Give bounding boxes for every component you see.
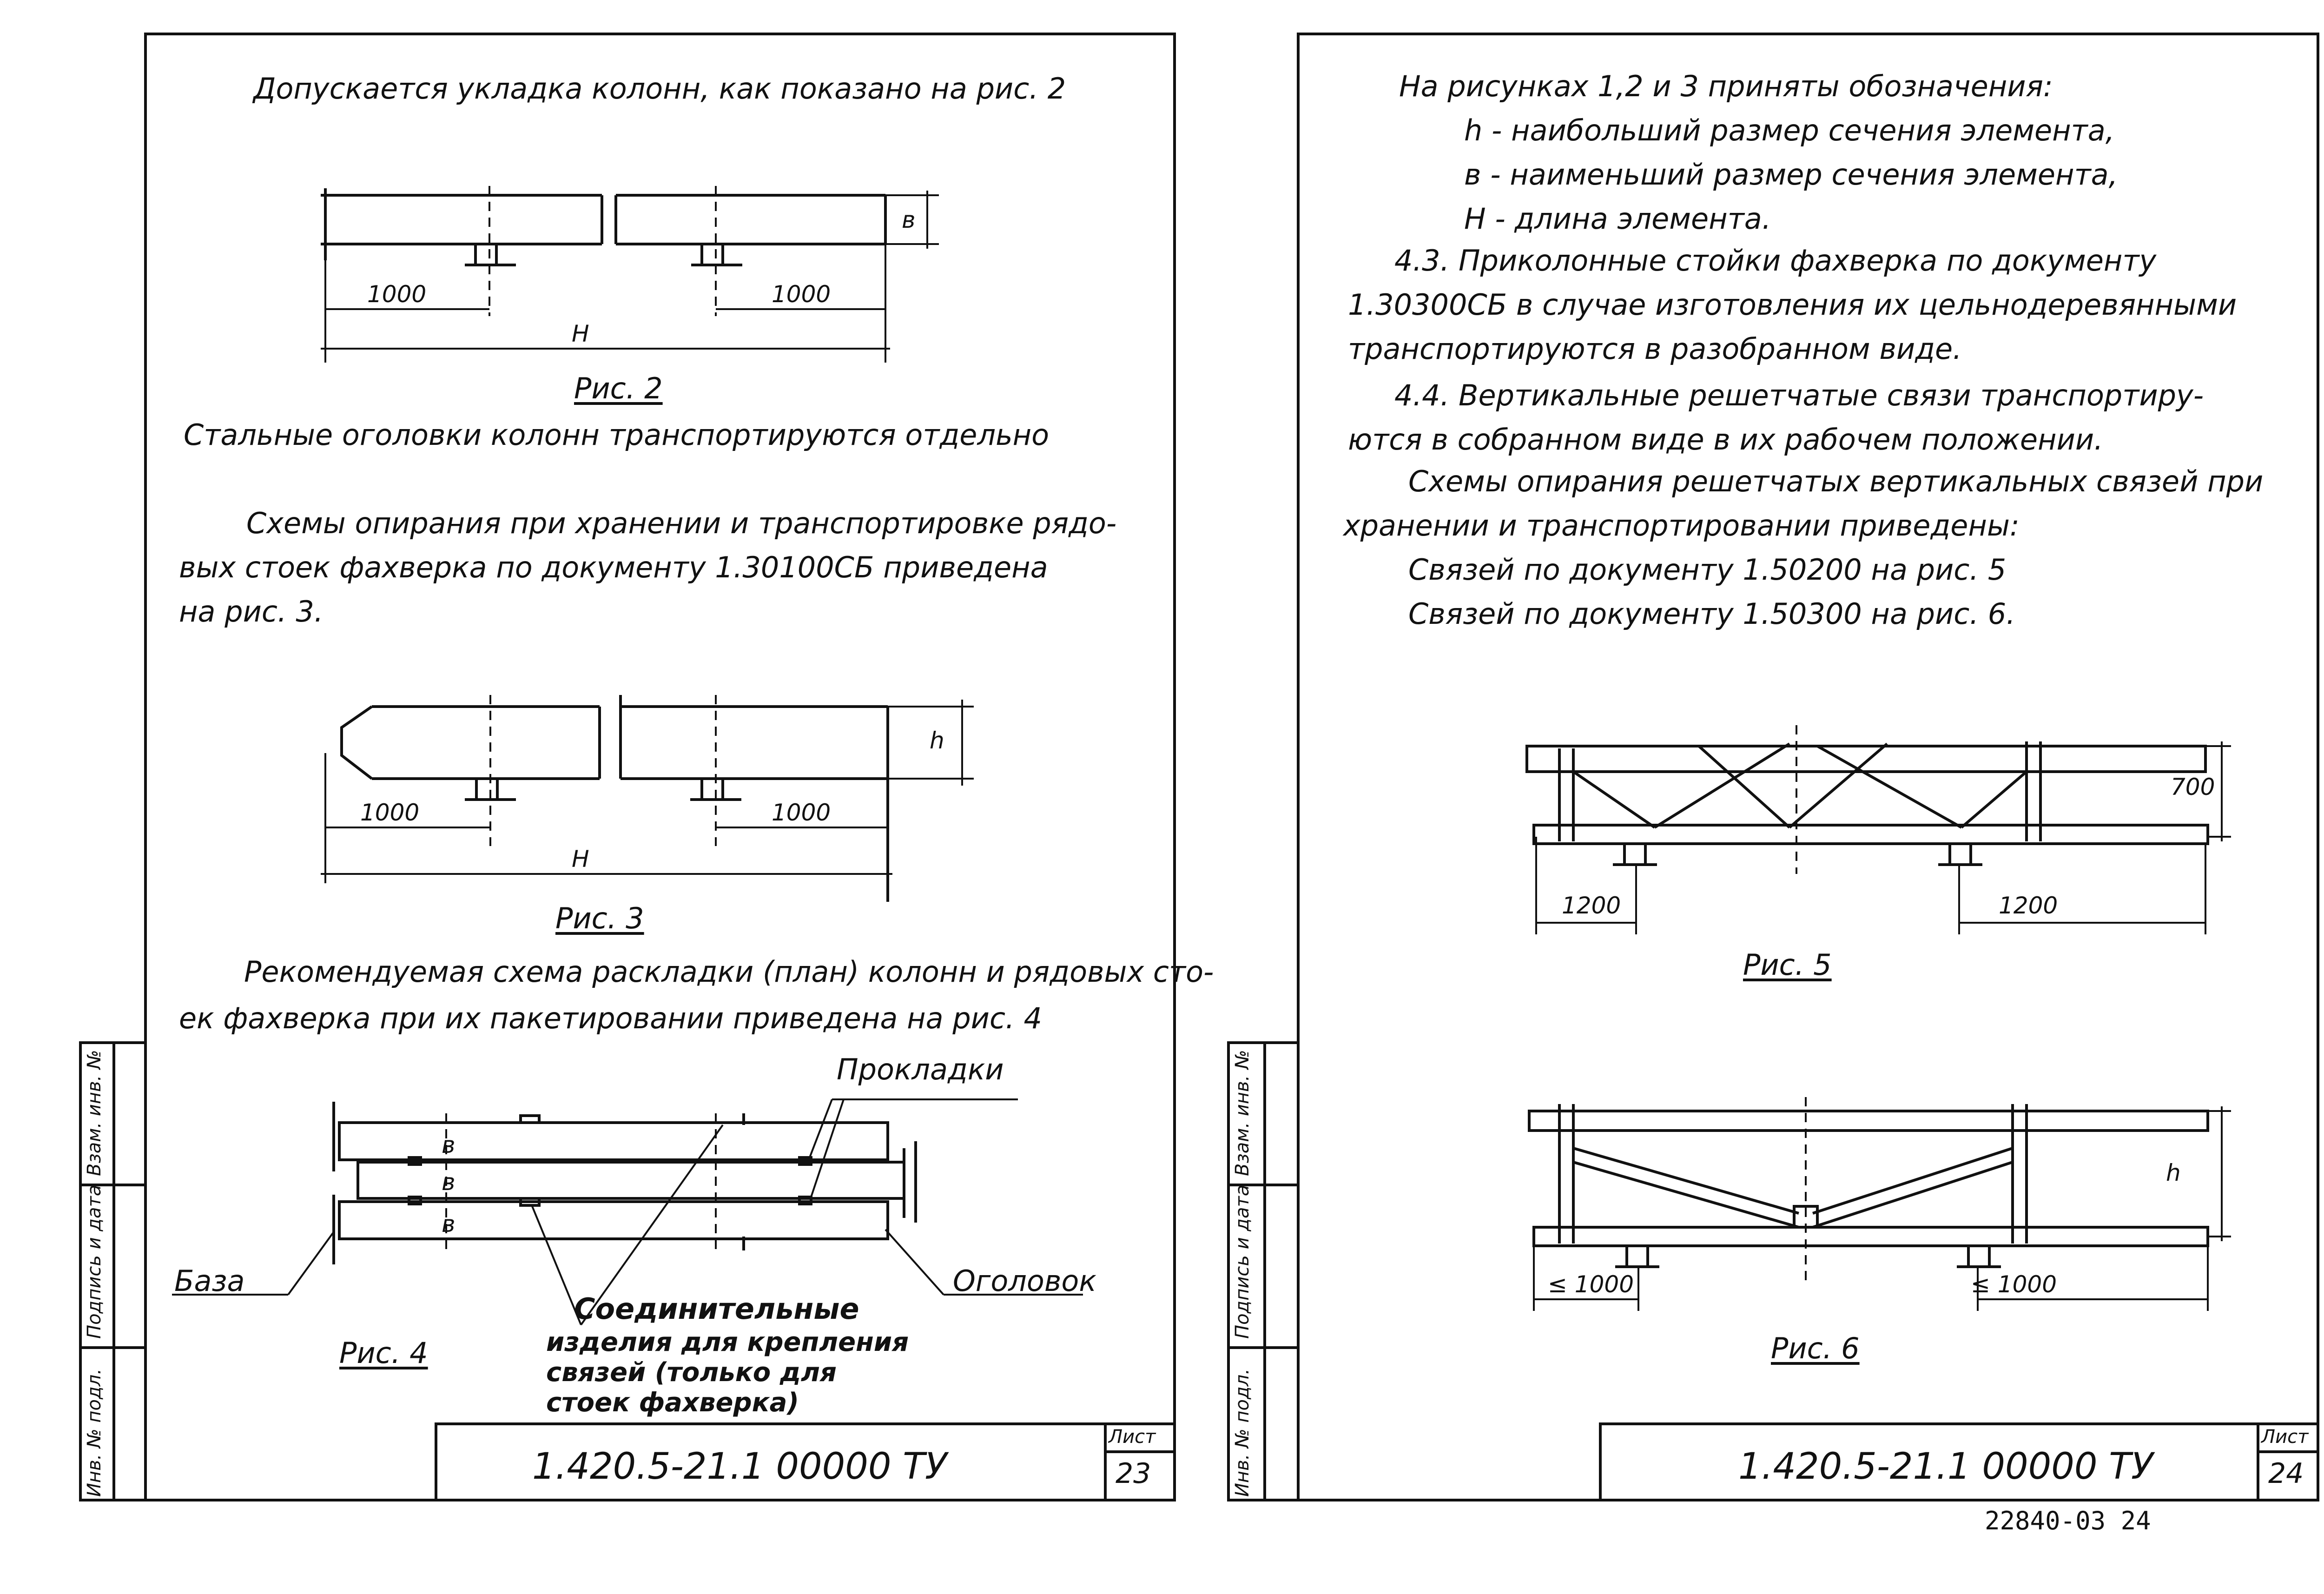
right-line-6: 1.30300СБ в случае изготовления их цельн…	[1348, 288, 2237, 322]
right-line-2: h - наибольший размер сечения элемента,	[1464, 113, 2115, 147]
right-line-10: Схемы опирания решетчатых вертикальных с…	[1408, 464, 2264, 498]
fig3-dim-left: 1000	[360, 799, 419, 826]
fig2-dim-side: в	[902, 206, 915, 233]
right-line-9: ются в собранном виде в их рабочем полож…	[1348, 423, 2103, 456]
left-line-2: Стальные оголовки колонн транспортируютс…	[184, 418, 1050, 452]
fig6-dim-side: h	[2166, 1159, 2181, 1186]
right-side-strip	[1227, 1041, 1297, 1501]
fig5-dim-left: 1200	[1562, 892, 1621, 919]
left-stamp-sheet-no: 23	[1116, 1457, 1151, 1490]
fig2-dim-total: H	[572, 320, 589, 347]
fig5-dim-side: 700	[2171, 774, 2215, 800]
right-stamp-sheet-no: 24	[2268, 1457, 2304, 1490]
fig4-label-connect-4: стоек фахверка)	[546, 1388, 799, 1418]
fig4-label-connect-2: изделия для крепления	[546, 1327, 909, 1357]
left-stamp	[435, 1422, 1176, 1501]
right-line-13: Связей по документу 1.50300 на рис. 6.	[1408, 597, 2015, 631]
left-line-1: Допускается укладка колонн, как показано…	[253, 72, 1066, 106]
fig4-dim-b1: в	[442, 1131, 455, 1158]
left-line-3: Схемы опирания при хранении и транспорти…	[246, 506, 1117, 540]
right-stamp	[1599, 1422, 2319, 1501]
left-side-strip	[79, 1041, 144, 1501]
fig4-label-connect-3: связей (только для	[546, 1357, 837, 1388]
fig2-dim-right: 1000	[772, 281, 831, 308]
right-line-7: транспортируются в разобранном виде.	[1348, 332, 1962, 366]
right-line-11: хранении и транспортировании приведены:	[1343, 509, 2020, 542]
fig4-dim-b3: в	[442, 1210, 455, 1237]
fig6-caption: Рис. 6	[1771, 1331, 1860, 1365]
fig4-label-connect-1: Соединительные	[574, 1292, 859, 1326]
fig4-label-pads: Прокладки	[837, 1052, 1004, 1086]
right-line-12: Связей по документу 1.50200 на рис. 5	[1408, 553, 2007, 587]
fig5-dim-right: 1200	[1999, 892, 2058, 919]
right-stamp-sheet-label: Лист	[2261, 1426, 2309, 1448]
fig4-label-base: База	[174, 1264, 245, 1298]
left-line-4: вых стоек фахверка по документу 1.30100С…	[179, 550, 1048, 584]
fig4-label-head: Оголовок	[953, 1264, 1096, 1298]
left-line-6: Рекомендуемая схема раскладки (план) кол…	[244, 955, 1214, 989]
left-stamp-sheet-label: Лист	[1109, 1426, 1156, 1448]
fig2-dim-left: 1000	[367, 281, 426, 308]
right-line-5: 4.3. Приколонные стойки фахверка по доку…	[1394, 244, 2157, 278]
left-line-5: на рис. 3.	[179, 595, 324, 628]
fig3-dim-right: 1000	[772, 799, 831, 826]
fig6-dim-right: ≤ 1000	[1971, 1271, 2057, 1298]
fig3-dim-side: h	[930, 727, 944, 754]
right-line-8: 4.4. Вертикальные решетчатые связи транс…	[1394, 378, 2204, 412]
fig4-caption: Рис. 4	[339, 1336, 428, 1370]
fig6-dim-left: ≤ 1000	[1548, 1271, 1634, 1298]
fig5-caption: Рис. 5	[1743, 948, 1832, 982]
footer-note: 22840-03 24	[1985, 1506, 2151, 1535]
right-stamp-code: 1.420.5-21.1 00000 ТУ	[1738, 1446, 2153, 1488]
fig4-dim-b2: в	[442, 1169, 455, 1196]
fig3-caption: Рис. 3	[555, 901, 644, 935]
fig2-caption: Рис. 2	[574, 371, 663, 405]
right-line-1: На рисунках 1,2 и 3 приняты обозначения:	[1399, 69, 2053, 103]
left-line-7: ек фахверка при их пакетировании приведе…	[179, 1001, 1042, 1035]
right-line-3: в - наименьший размер сечения элемента,	[1464, 158, 2118, 192]
left-stamp-code: 1.420.5-21.1 00000 ТУ	[532, 1446, 947, 1488]
right-line-4: H - длина элемента.	[1464, 202, 1771, 236]
fig3-dim-total: H	[572, 846, 589, 873]
